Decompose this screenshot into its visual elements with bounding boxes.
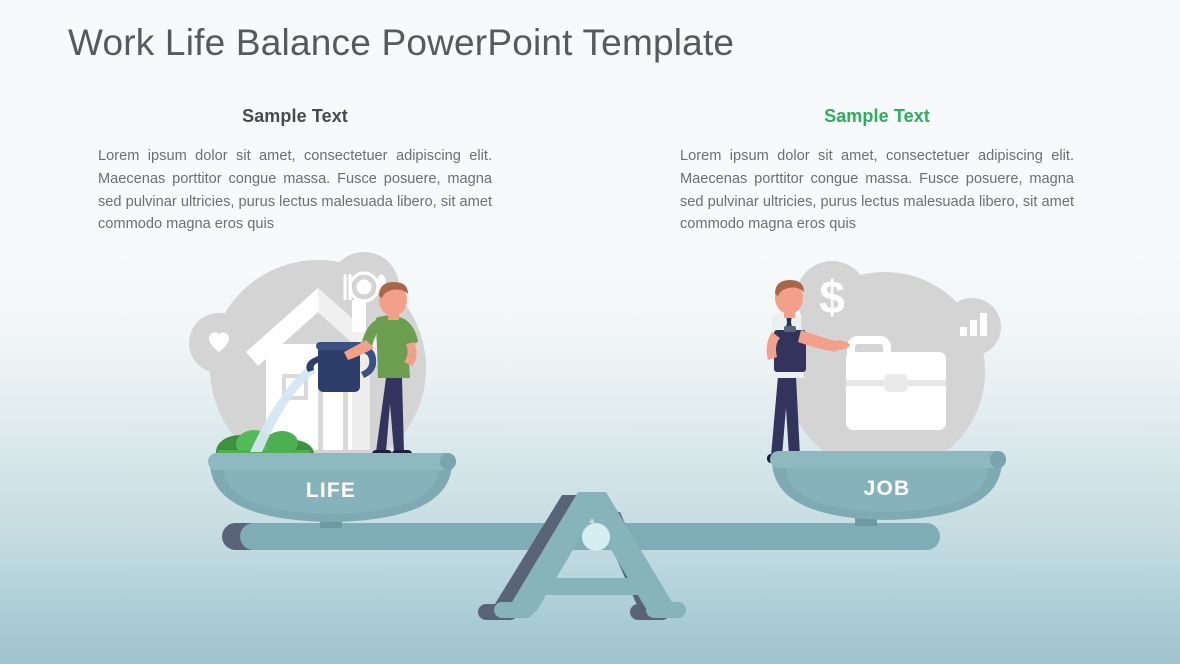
dollar-badge-circle <box>796 261 868 333</box>
water-stream <box>250 366 316 452</box>
right-pan-label: JOB <box>864 477 911 500</box>
left-column-body: Lorem ipsum dolor sit amet, consectetuer… <box>98 148 492 233</box>
job-illustration-group: $ <box>766 261 1001 472</box>
left-pan: LIFE <box>208 453 456 528</box>
pivot-point <box>582 523 610 551</box>
right-column-heading: Sample Text <box>824 106 930 126</box>
page-title: Work Life Balance PowerPoint Template <box>68 22 735 63</box>
life-illustration-group <box>189 252 426 476</box>
right-text-column: Sample Text Lorem ipsum dolor sit amet, … <box>680 106 1074 236</box>
scale-fulcrum <box>478 492 686 620</box>
right-column-body: Lorem ipsum dolor sit amet, consectetuer… <box>680 148 1074 233</box>
heart-icon <box>209 332 229 352</box>
left-text-column: Sample Text Lorem ipsum dolor sit amet, … <box>98 106 492 236</box>
right-pan: JOB <box>770 451 1006 526</box>
briefcase-icon <box>846 336 946 430</box>
bar-chart-icon <box>960 313 987 336</box>
dollar-icon: $ <box>819 271 845 323</box>
left-pan-label: LIFE <box>306 479 356 502</box>
svg-text:$: $ <box>819 271 845 323</box>
left-column-heading: Sample Text <box>242 106 348 126</box>
